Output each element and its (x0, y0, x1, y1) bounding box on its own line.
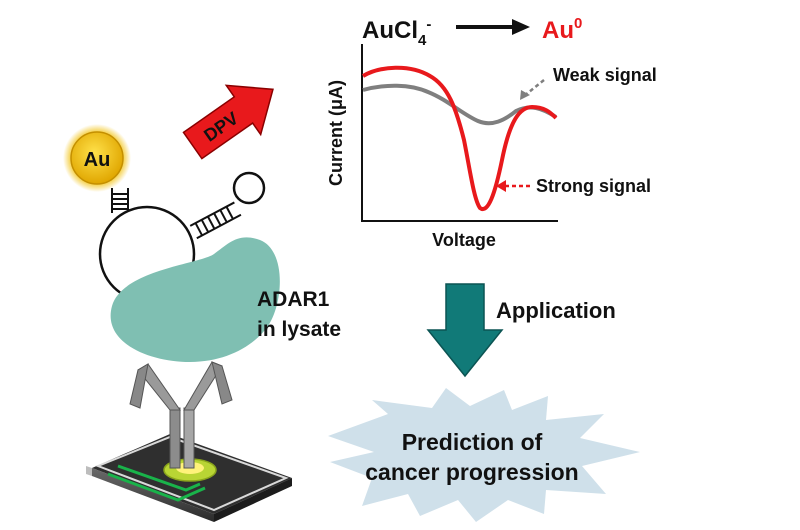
electrode-trace-2 (117, 464, 201, 492)
side-stem (189, 201, 242, 240)
dpv-arrow-shape (182, 84, 274, 160)
strong-signal-label: Strong signal (536, 176, 651, 196)
gold-label: Au (84, 149, 111, 171)
application-label: Application (496, 298, 616, 323)
outcome-line2: cancer progression (365, 459, 578, 485)
plot-x-label: Voltage (432, 230, 496, 250)
reactant-label: AuCl4- (362, 16, 431, 49)
chip-front-left (92, 468, 214, 522)
enzyme-label-line2: in lysate (257, 318, 341, 341)
antibody-arm-left-outer (129, 363, 149, 409)
chip-front-right (214, 478, 292, 522)
dpv-arrow: DPV (182, 84, 274, 160)
stem-rungs (112, 193, 128, 210)
enzyme-label-line1: ADAR1 (257, 288, 330, 311)
weak-signal-pointer (523, 79, 545, 97)
strong-signal-pointer-head (496, 180, 506, 192)
weak-signal-label: Weak signal (553, 65, 657, 85)
gold-nanoparticle: Au (63, 124, 131, 192)
voltammogram: Current (μA) Voltage Weak signal Strong … (326, 44, 657, 250)
strong-signal-curve (361, 65, 558, 212)
antibody (129, 361, 233, 469)
product-label: Au0 (542, 15, 582, 44)
electrode-trace-1 (107, 472, 206, 502)
gold-core (70, 131, 124, 185)
outcome-burst (328, 388, 640, 522)
adar1-enzyme (110, 237, 280, 362)
chip-border (95, 435, 289, 512)
outcome-line1: Prediction of (402, 429, 543, 455)
application-arrow (426, 283, 504, 378)
antibody-stem-left (169, 407, 181, 469)
weak-signal-pointer-head (520, 90, 530, 100)
small-loop (232, 171, 266, 205)
antibody-stem-right (183, 407, 195, 469)
reaction-equation: AuCl4- Au0 (362, 15, 582, 49)
plot-y-label: Current (μA) (326, 80, 346, 186)
chip-edge (86, 466, 92, 476)
reaction-arrow-head (512, 19, 530, 35)
antibody-arm-right-outer (211, 361, 233, 405)
